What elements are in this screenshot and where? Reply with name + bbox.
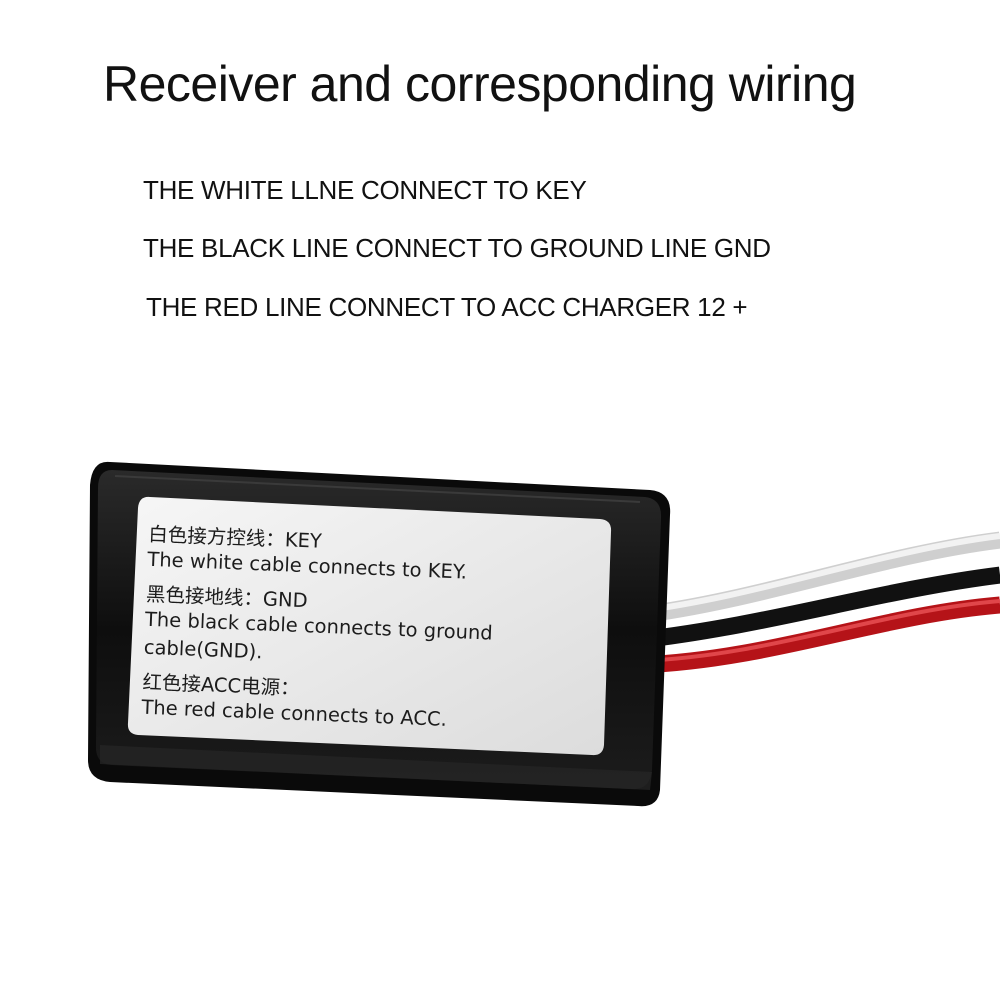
wire-group xyxy=(638,531,1000,674)
instruction-red-wire: THE RED LINE CONNECT TO ACC CHARGER 12 + xyxy=(146,292,748,322)
wire-white-highlight xyxy=(639,533,1000,614)
instruction-white-wire: THE WHITE LLNE CONNECT TO KEY xyxy=(143,175,587,205)
device-label-text: 白色接方控线：KEY The white cable connects to K… xyxy=(120,495,610,764)
label-line-acc-en: The red cable connects to ACC. xyxy=(141,695,448,731)
label-sticker xyxy=(127,496,612,756)
page-title: Receiver and corresponding wiring xyxy=(103,56,857,112)
wire-black xyxy=(639,566,1000,649)
wire-red-highlight xyxy=(639,599,1000,663)
instruction-black-wire: THE BLACK LINE CONNECT TO GROUND LINE GN… xyxy=(143,233,771,263)
wire-white xyxy=(638,531,1000,624)
label-line-gnd-en-2: cable(GND). xyxy=(143,635,263,664)
wire-red xyxy=(639,596,1000,674)
